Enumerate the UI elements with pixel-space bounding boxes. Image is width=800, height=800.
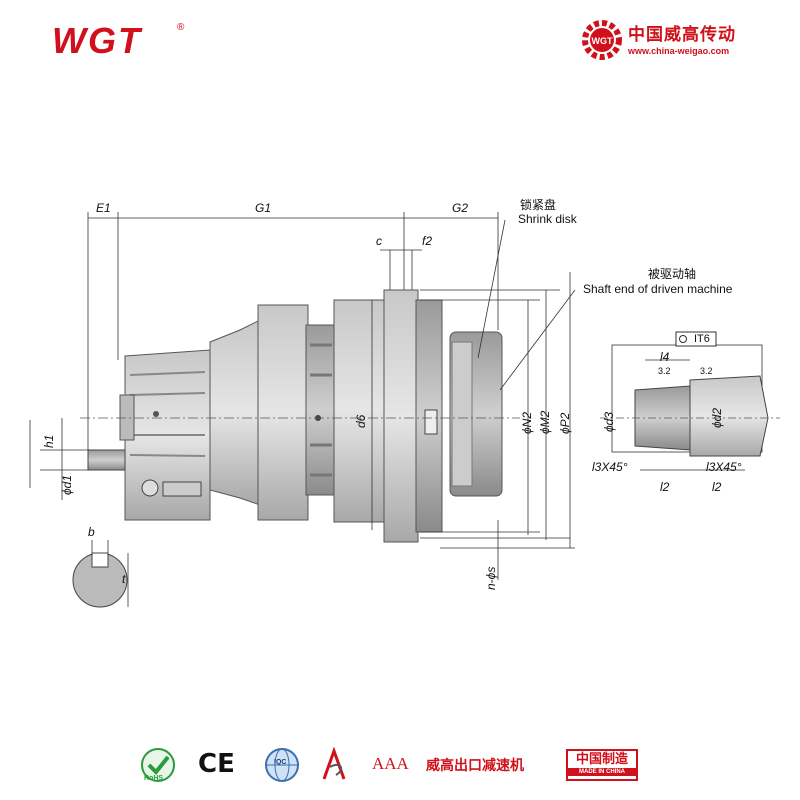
shrink-disk-label-en: Shrink disk: [518, 212, 577, 226]
quality-mark: [316, 746, 352, 788]
aaa-label: AAA: [372, 754, 409, 773]
motor-housing: [119, 349, 211, 521]
input-shaft: [87, 449, 126, 471]
certification-strip: RoHS CE IQC AAA 威高出口减速机 中国制造 MADE IN CHI…: [0, 745, 800, 785]
made-in-china-badge: 中国制造 MADE IN CHINA: [566, 749, 638, 781]
top-dimensions: [87, 212, 499, 455]
dim-b: b: [88, 525, 95, 539]
company-name: 中国威高传动: [628, 25, 736, 45]
roughness-1: 3.2: [658, 366, 671, 376]
rohs-check-icon: [141, 748, 175, 782]
shrink-disk-label-cn: 锁紧盘: [520, 198, 557, 212]
dim-g1: G1: [255, 201, 272, 215]
key-section: [72, 540, 129, 608]
dim-e1: E1: [96, 201, 111, 215]
svg-text:WGT: WGT: [592, 36, 613, 46]
dim-d6: d6: [354, 414, 368, 428]
quality-mark-icon: [322, 746, 346, 780]
dim-h1: h1: [42, 434, 56, 448]
ce-mark: CE: [198, 749, 235, 779]
shaft-label-cn: 被驱动轴: [648, 267, 697, 281]
driven-shaft-detail: [600, 331, 780, 471]
dim-d3: ϕd3: [602, 411, 616, 432]
iqc-globe-icon: [265, 748, 299, 782]
dim-p2: ϕP2: [558, 412, 572, 434]
gear-logo-icon: WGT: [582, 20, 622, 60]
registered-mark: ®: [177, 22, 185, 33]
company-logo: WGT 中国威高传动 www.china-weigao.com: [580, 18, 780, 62]
made-in-china-en: MADE IN CHINA: [568, 768, 636, 776]
made-in-china-cn: 中国制造: [575, 752, 628, 767]
dim-m2: ϕM2: [538, 410, 552, 434]
rohs-label: RoHS: [144, 775, 164, 782]
dim-d2: ϕd2: [710, 407, 724, 428]
left-dimensions: [29, 418, 90, 500]
roughness-2: 3.2: [700, 366, 713, 376]
shrink-disk: [449, 331, 503, 497]
dim-g2: G2: [452, 201, 469, 215]
iqc-label: IQC: [274, 759, 287, 766]
dim-t: t: [122, 572, 126, 586]
dim-n-s: n-ϕs: [484, 566, 498, 590]
dim-d1: ϕd1: [60, 474, 74, 495]
iqc-badge: IQC: [264, 747, 300, 788]
dim-f2: f2: [422, 234, 433, 248]
rohs-badge: RoHS: [140, 747, 176, 788]
dim-c: c: [376, 234, 382, 248]
gearbox-body: [209, 289, 443, 543]
dim-l2-left: l2: [660, 480, 670, 494]
dim-n2: ϕN2: [520, 411, 534, 434]
company-url: www.china-weigao.com: [628, 46, 730, 56]
dim-l4: l4: [660, 350, 670, 364]
export-label: 威高出口减速机: [426, 758, 524, 774]
dim-l3-left: l3X45°: [592, 460, 628, 474]
dim-l3-right: l3X45°: [706, 460, 742, 474]
dim-l2-right: l2: [712, 480, 722, 494]
tolerance-label: IT6: [694, 333, 710, 345]
wgt-logo: WGT ®: [52, 20, 184, 62]
vertical-dimensions: [371, 219, 576, 580]
shaft-label-en: Shaft end of driven machine: [583, 282, 733, 296]
wgt-logo-text: WGT: [52, 20, 142, 61]
